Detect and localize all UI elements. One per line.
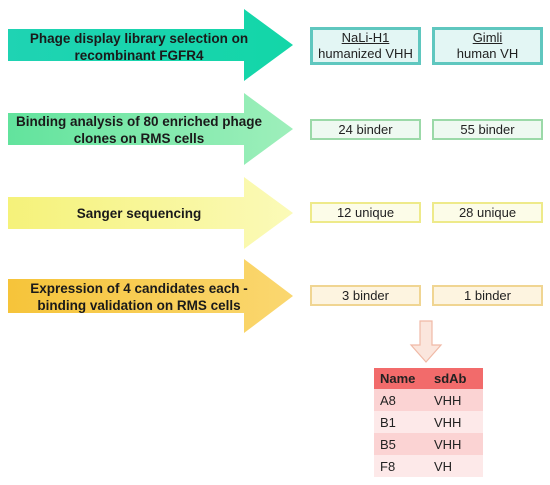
step-3-line1: Sanger sequencing: [76, 206, 202, 221]
table-cell-name: B5: [374, 433, 428, 455]
result-gimli-sequencing-text: 28 unique: [458, 204, 517, 220]
result-gimli-validation: 1 binder: [432, 285, 543, 306]
table-row: B1 VHH: [374, 411, 483, 433]
library-box-gimli: Gimli human VH: [432, 27, 543, 65]
library-name-gimli: Gimli: [472, 30, 503, 45]
result-nali-sequencing-text: 12 unique: [336, 204, 395, 220]
step-arrow-2: [8, 93, 293, 165]
step-1-line2: recombinant FGFR4: [74, 48, 204, 63]
step-4-label: Expression of 4 candidates each - bindin…: [8, 280, 270, 314]
table-row: A8 VHH: [374, 389, 483, 411]
result-nali-validation: 3 binder: [310, 285, 421, 306]
step-arrow-1: [8, 9, 293, 81]
step-2-line2: clones on RMS cells: [73, 131, 205, 146]
table-cell-name: F8: [374, 455, 428, 477]
table-header-name: Name: [374, 368, 428, 389]
table-header-row: Name sdAb: [374, 368, 483, 389]
step-2-label: Binding analysis of 80 enriched phage cl…: [8, 113, 270, 147]
table-cell-sdab: VHH: [428, 411, 483, 433]
result-gimli-validation-text: 1 binder: [464, 287, 511, 303]
result-nali-validation-text: 3 binder: [342, 287, 389, 303]
step-4-line2: binding validation on RMS cells: [37, 298, 241, 313]
step-arrow-4: [8, 259, 293, 333]
step-1-label: Phage display library selection on recom…: [8, 30, 270, 64]
library-name-nali: NaLi-H1: [341, 30, 390, 45]
table-cell-sdab: VH: [428, 455, 483, 477]
table-cell-sdab: VHH: [428, 389, 483, 411]
result-nali-sequencing: 12 unique: [310, 202, 421, 223]
table-row: F8 VH: [374, 455, 483, 477]
result-nali-binding: 24 binder: [310, 119, 421, 140]
library-type-nali: humanized VHH: [318, 46, 413, 61]
library-box-nali: NaLi-H1 humanized VHH: [310, 27, 421, 65]
down-arrow: [409, 320, 443, 363]
result-gimli-sequencing: 28 unique: [432, 202, 543, 223]
table-row: B5 VHH: [374, 433, 483, 455]
result-gimli-binding-text: 55 binder: [460, 121, 515, 137]
table-cell-name: B1: [374, 411, 428, 433]
step-3-label: Sanger sequencing: [8, 205, 270, 222]
step-2-line1: Binding analysis of 80 enriched phage: [15, 114, 263, 129]
result-nali-binding-text: 24 binder: [338, 121, 393, 137]
table-header-sdab: sdAb: [428, 368, 483, 389]
step-4-line1: Expression of 4 candidates each -: [30, 281, 248, 296]
candidate-table: Name sdAb A8 VHH B1 VHH B5 VHH F8 VH: [374, 368, 483, 477]
step-arrow-3: [8, 177, 293, 249]
table-cell-sdab: VHH: [428, 433, 483, 455]
step-1-line1: Phage display library selection on: [29, 31, 249, 46]
result-gimli-binding: 55 binder: [432, 119, 543, 140]
table-cell-name: A8: [374, 389, 428, 411]
library-type-gimli: human VH: [456, 46, 519, 61]
